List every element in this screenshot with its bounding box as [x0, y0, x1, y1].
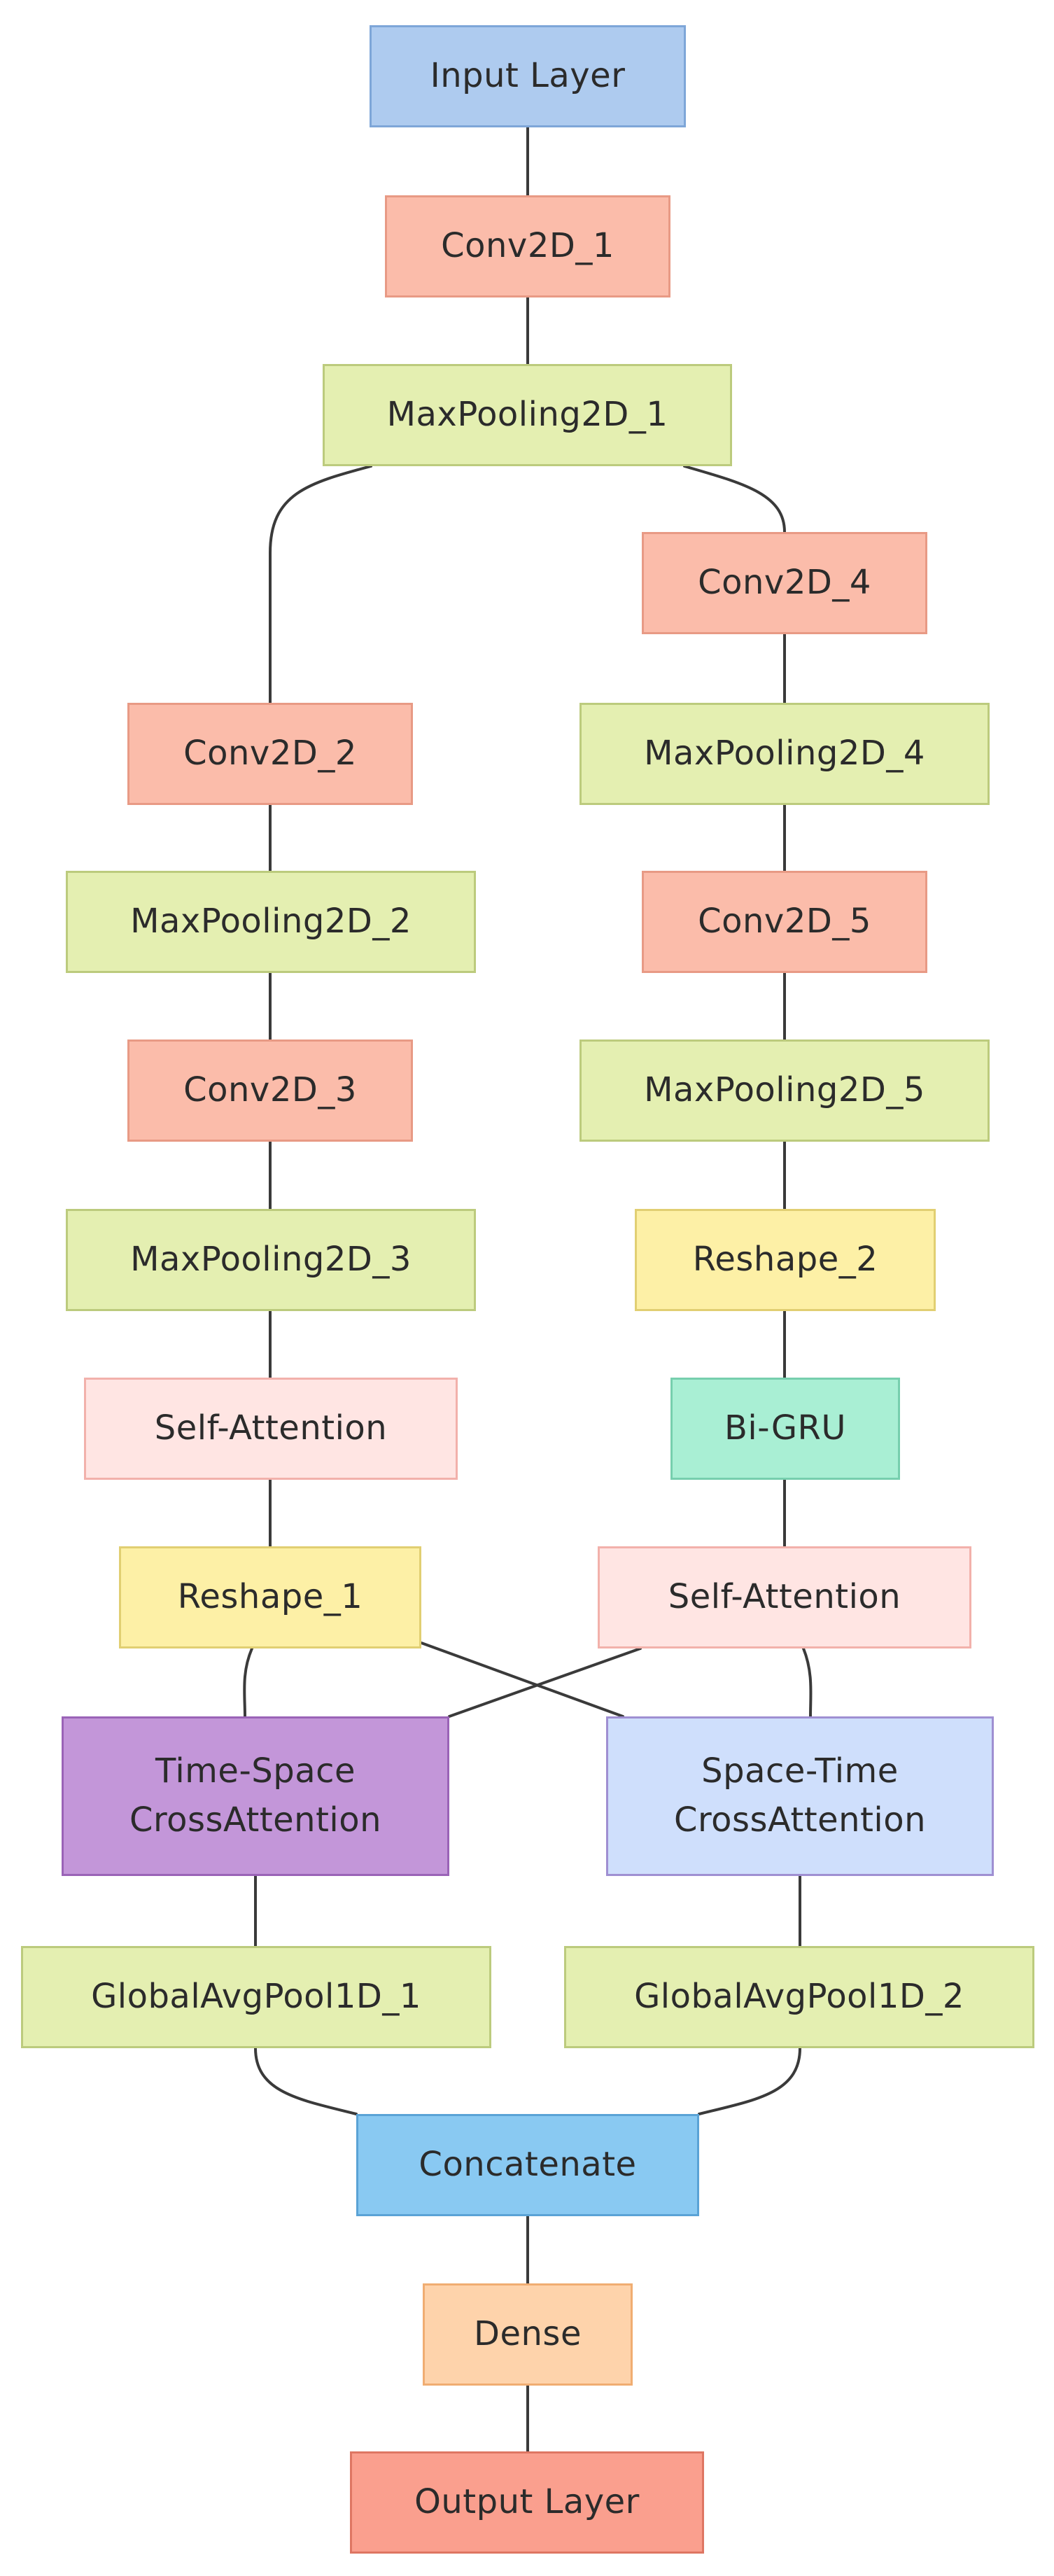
conv2d-2-label: Conv2D_2: [183, 734, 357, 774]
reshape-2-node: Reshape_2: [635, 1209, 936, 1311]
conv2d-1-label: Conv2D_1: [441, 226, 614, 266]
globalavgpool1d-1-node: GlobalAvgPool1D_1: [21, 1946, 491, 2048]
edge-sa2-tsca: [448, 1647, 642, 1718]
dense-label: Dense: [474, 2314, 582, 2354]
conv2d-1-node: Conv2D_1: [385, 195, 670, 298]
maxpooling2d-3-node: MaxPooling2D_3: [66, 1209, 476, 1311]
dense-node: Dense: [423, 2283, 633, 2386]
conv2d-5-node: Conv2D_5: [642, 871, 927, 973]
maxpooling2d-5-node: MaxPooling2D_5: [579, 1040, 990, 1142]
conv2d-4-node: Conv2D_4: [642, 532, 927, 634]
maxpooling2d-4-label: MaxPooling2D_4: [644, 734, 925, 774]
conv2d-5-label: Conv2D_5: [698, 902, 871, 941]
maxpooling2d-2-node: MaxPooling2D_2: [66, 871, 476, 973]
edge-mp1-conv2: [269, 465, 372, 704]
input-layer-node: Input Layer: [370, 25, 686, 127]
output-layer-label: Output Layer: [414, 2482, 640, 2522]
edge-mp1-conv4: [683, 465, 786, 533]
space-time-crossattention-label: Space-Time CrossAttention: [673, 1751, 927, 1840]
edge-reshape1-tsca: [243, 1647, 253, 1718]
reshape-1-node: Reshape_1: [119, 1546, 421, 1648]
self-attention-right-label: Self-Attention: [668, 1577, 901, 1617]
edge-gap1-concat: [254, 2047, 358, 2115]
self-attention-left-label: Self-Attention: [154, 1408, 388, 1448]
globalavgpool1d-2-label: GlobalAvgPool1D_2: [634, 1977, 964, 2017]
concatenate-label: Concatenate: [419, 2145, 637, 2185]
time-space-crossattention-label: Time-Space CrossAttention: [129, 1751, 382, 1840]
bi-gru-node: Bi-GRU: [670, 1378, 900, 1480]
output-layer-node: Output Layer: [350, 2451, 704, 2554]
conv2d-3-node: Conv2D_3: [127, 1040, 413, 1142]
self-attention-left-node: Self-Attention: [84, 1378, 458, 1480]
concatenate-node: Concatenate: [356, 2114, 699, 2216]
maxpooling2d-1-node: MaxPooling2D_1: [323, 364, 732, 466]
conv2d-4-label: Conv2D_4: [698, 563, 871, 603]
maxpooling2d-4-node: MaxPooling2D_4: [579, 703, 990, 805]
conv2d-2-node: Conv2D_2: [127, 703, 413, 805]
maxpooling2d-5-label: MaxPooling2D_5: [644, 1070, 925, 1110]
edge-reshape1-stca: [420, 1642, 624, 1718]
reshape-1-label: Reshape_1: [177, 1577, 363, 1617]
maxpooling2d-3-label: MaxPooling2D_3: [130, 1240, 412, 1280]
globalavgpool1d-2-node: GlobalAvgPool1D_2: [564, 1946, 1034, 2048]
edge-sa2-stca: [802, 1647, 813, 1718]
space-time-crossattention-node: Space-Time CrossAttention: [606, 1716, 994, 1876]
bi-gru-label: Bi-GRU: [724, 1408, 847, 1448]
self-attention-right-node: Self-Attention: [598, 1546, 971, 1648]
conv2d-3-label: Conv2D_3: [183, 1070, 357, 1110]
edge-gap2-concat: [698, 2047, 801, 2115]
globalavgpool1d-1-label: GlobalAvgPool1D_1: [91, 1977, 421, 2017]
input-layer-label: Input Layer: [430, 56, 626, 96]
maxpooling2d-2-label: MaxPooling2D_2: [130, 902, 412, 941]
reshape-2-label: Reshape_2: [692, 1240, 878, 1280]
time-space-crossattention-node: Time-Space CrossAttention: [62, 1716, 449, 1876]
maxpooling2d-1-label: MaxPooling2D_1: [386, 395, 668, 435]
